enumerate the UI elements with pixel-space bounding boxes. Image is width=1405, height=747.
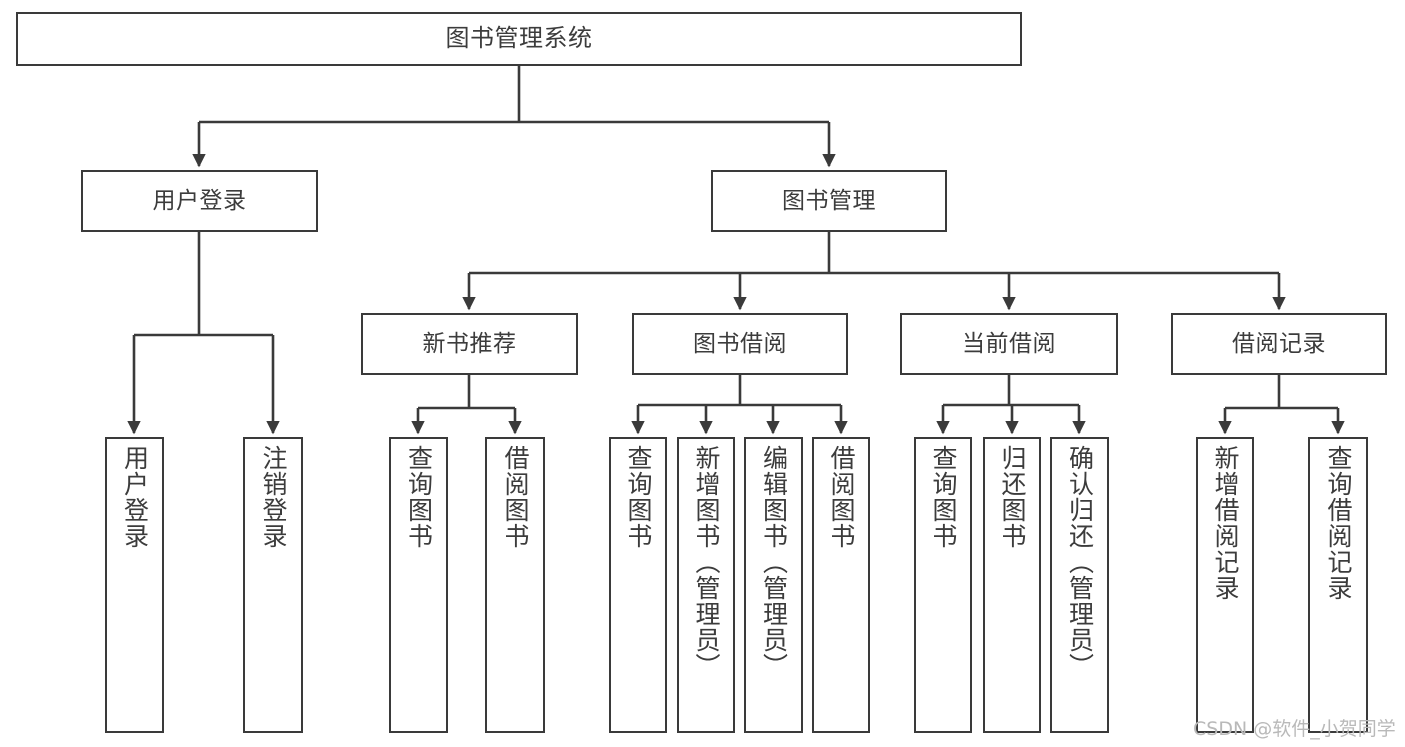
node-leaf-rec-add-label: 新增借阅记录 xyxy=(1211,445,1240,601)
node-borrow-record-label: 借阅记录 xyxy=(1232,330,1326,357)
node-book-manage-label: 图书管理 xyxy=(782,187,876,214)
node-user-login[interactable]: 用户登录 xyxy=(81,170,318,232)
node-current-borrow-label: 当前借阅 xyxy=(962,330,1056,357)
node-leaf-cur-query[interactable]: 查询图书 xyxy=(914,437,972,733)
node-leaf-rec-search-label: 查询借阅记录 xyxy=(1324,445,1353,601)
node-new-book-rec[interactable]: 新书推荐 xyxy=(361,313,578,375)
node-leaf-borrow-query[interactable]: 查询图书 xyxy=(609,437,667,733)
node-current-borrow[interactable]: 当前借阅 xyxy=(900,313,1118,375)
node-leaf-rec-search[interactable]: 查询借阅记录 xyxy=(1308,437,1368,733)
node-leaf-user-logout-label: 注销登录 xyxy=(259,445,288,549)
node-leaf-rec-borrow-label: 借阅图书 xyxy=(501,445,530,549)
node-leaf-borrow-lend-label: 借阅图书 xyxy=(827,445,856,549)
node-leaf-cur-return[interactable]: 归还图书 xyxy=(983,437,1041,733)
node-leaf-borrow-edit[interactable]: 编辑图书（管理员） xyxy=(744,437,803,733)
node-leaf-cur-query-label: 查询图书 xyxy=(929,445,958,549)
node-leaf-rec-query[interactable]: 查询图书 xyxy=(389,437,448,733)
node-leaf-borrow-edit-label: 编辑图书（管理员） xyxy=(759,445,789,679)
node-leaf-user-logout[interactable]: 注销登录 xyxy=(243,437,303,733)
node-book-manage[interactable]: 图书管理 xyxy=(711,170,947,232)
node-leaf-cur-confirm[interactable]: 确认归还（管理员） xyxy=(1050,437,1109,733)
node-leaf-cur-confirm-label: 确认归还（管理员） xyxy=(1065,445,1095,679)
node-root[interactable]: 图书管理系统 xyxy=(16,12,1022,66)
node-leaf-rec-query-label: 查询图书 xyxy=(404,445,434,549)
node-leaf-rec-add[interactable]: 新增借阅记录 xyxy=(1196,437,1254,733)
node-leaf-user-login-label: 用户登录 xyxy=(120,445,150,549)
node-leaf-cur-return-label: 归还图书 xyxy=(998,445,1027,549)
node-leaf-borrow-add[interactable]: 新增图书（管理员） xyxy=(677,437,735,733)
node-user-login-label: 用户登录 xyxy=(152,187,247,214)
node-new-book-rec-label: 新书推荐 xyxy=(422,330,517,357)
node-root-label: 图书管理系统 xyxy=(445,24,593,53)
node-leaf-borrow-lend[interactable]: 借阅图书 xyxy=(812,437,870,733)
node-book-borrow-label: 图书借阅 xyxy=(693,330,787,357)
node-leaf-rec-borrow[interactable]: 借阅图书 xyxy=(485,437,545,733)
node-leaf-borrow-add-label: 新增图书（管理员） xyxy=(692,445,721,679)
node-book-borrow[interactable]: 图书借阅 xyxy=(632,313,848,375)
node-leaf-user-login[interactable]: 用户登录 xyxy=(105,437,164,733)
watermark: CSDN @软件_小贺同学 xyxy=(1193,718,1396,740)
node-leaf-borrow-query-label: 查询图书 xyxy=(624,445,653,549)
node-borrow-record[interactable]: 借阅记录 xyxy=(1171,313,1387,375)
